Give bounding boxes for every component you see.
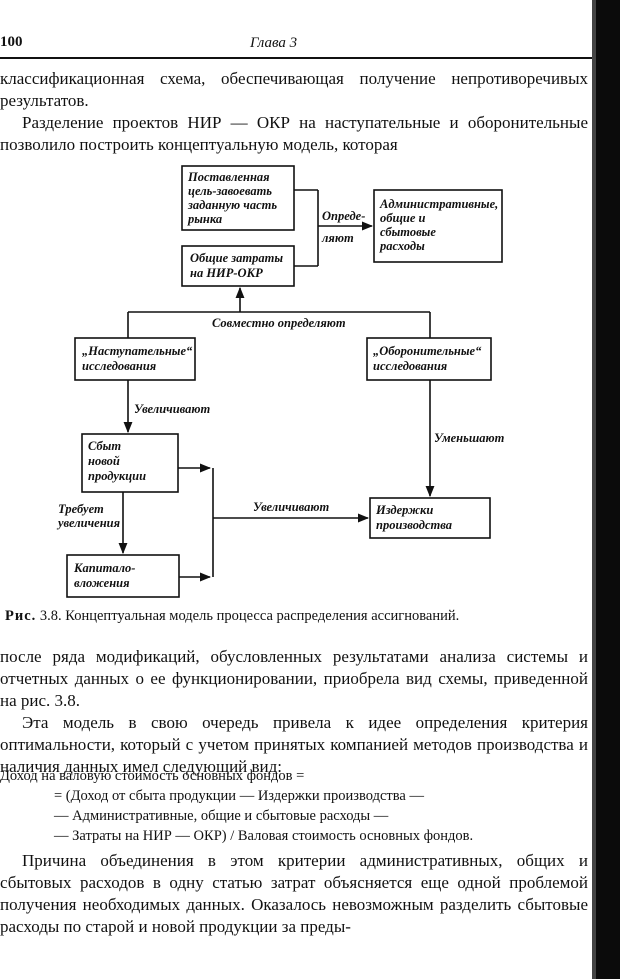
formula-line-4: — Затраты на НИР — ОКР) / Валовая стоимо… xyxy=(54,828,474,844)
defensive-line-1: „Оборонительные“ xyxy=(373,344,482,358)
box-capital xyxy=(66,554,180,598)
box-market-goal xyxy=(181,165,295,231)
label-requires-increase-1: Требует xyxy=(58,502,104,516)
box-new-sales xyxy=(81,433,179,493)
production-costs-line-1: Издержки xyxy=(375,503,433,517)
new-sales-line-1: Сбыт xyxy=(88,439,121,453)
figure-caption: Рис. 3.8. Концептуальная модель процесса… xyxy=(5,608,585,625)
page-header: 100 Глава 3 xyxy=(0,34,592,59)
header-rule xyxy=(0,57,592,59)
formula-line-3: — Административные, общие и сбытовые рас… xyxy=(54,808,389,824)
label-determine-1: Опреде- xyxy=(322,209,365,223)
criterion-formula: Доход на валовую стоимость основных фонд… xyxy=(0,766,592,846)
body-paragraph-1: после ряда модификаций, обусловленных ре… xyxy=(0,647,588,710)
label-determine-2: ляют xyxy=(321,231,354,245)
capital-line-2: вложения xyxy=(74,576,130,590)
running-title: Глава 3 xyxy=(250,35,298,51)
admin-costs-line-2: общие и xyxy=(380,211,426,225)
intro-paragraph-2: Разделение проектов НИР — ОКР на наступа… xyxy=(0,113,588,154)
label-increase-1: Увеличивают xyxy=(134,402,211,416)
market-goal-line-1: Поставленная xyxy=(187,170,270,184)
closing-paragraph: Причина объединения в этом критерии адми… xyxy=(0,851,588,936)
page-number: 100 xyxy=(0,34,23,50)
box-production-costs xyxy=(369,497,491,539)
box-admin-costs xyxy=(373,189,503,263)
page-edge-shadow xyxy=(592,0,596,979)
label-requires-increase-2: увеличения xyxy=(56,516,121,530)
label-jointly-determine: Совместно определяют xyxy=(212,316,346,330)
caption-prefix: Рис. xyxy=(5,608,37,624)
new-sales-line-3: продукции xyxy=(88,469,146,483)
label-decrease: Уменьшают xyxy=(434,431,505,445)
offensive-line-1: „Наступательные“ xyxy=(82,344,193,358)
box-defensive xyxy=(366,337,492,381)
total-costs-line-1: Общие затраты xyxy=(190,251,283,265)
caption-text: 3.8. Концептуальная модель процесса расп… xyxy=(39,608,460,624)
total-costs-line-2: на НИР-ОКР xyxy=(190,266,263,280)
defensive-line-2: исследования xyxy=(373,359,448,373)
body-paragraph-2: Эта модель в свою очередь привела к идее… xyxy=(0,713,588,776)
page-edge-bar xyxy=(596,0,620,979)
offensive-line-2: исследования xyxy=(82,359,157,373)
capital-line-1: Капитало- xyxy=(73,561,135,575)
intro-paragraph-1: классификационная схема, обеспечивающая … xyxy=(0,69,588,110)
admin-costs-line-1: Административные, xyxy=(379,197,498,211)
admin-costs-line-4: расходы xyxy=(379,239,425,253)
label-increase-2: Увеличивают xyxy=(253,500,330,514)
box-offensive xyxy=(74,337,196,381)
market-goal-line-3: заданную часть xyxy=(187,198,277,212)
production-costs-line-2: производства xyxy=(376,518,452,532)
market-goal-line-2: цель-завоевать xyxy=(188,184,272,198)
concept-diagram: Поставленная цель-завоевать заданную час… xyxy=(56,165,505,598)
market-goal-line-4: рынка xyxy=(187,212,222,226)
admin-costs-line-3: сбытовые xyxy=(380,225,436,239)
formula-line-2: = (Доход от сбыта продукции — Издержки п… xyxy=(54,788,424,804)
new-sales-line-2: новой xyxy=(88,454,120,468)
formula-line-1: Доход на валовую стоимость основных фонд… xyxy=(0,768,305,784)
